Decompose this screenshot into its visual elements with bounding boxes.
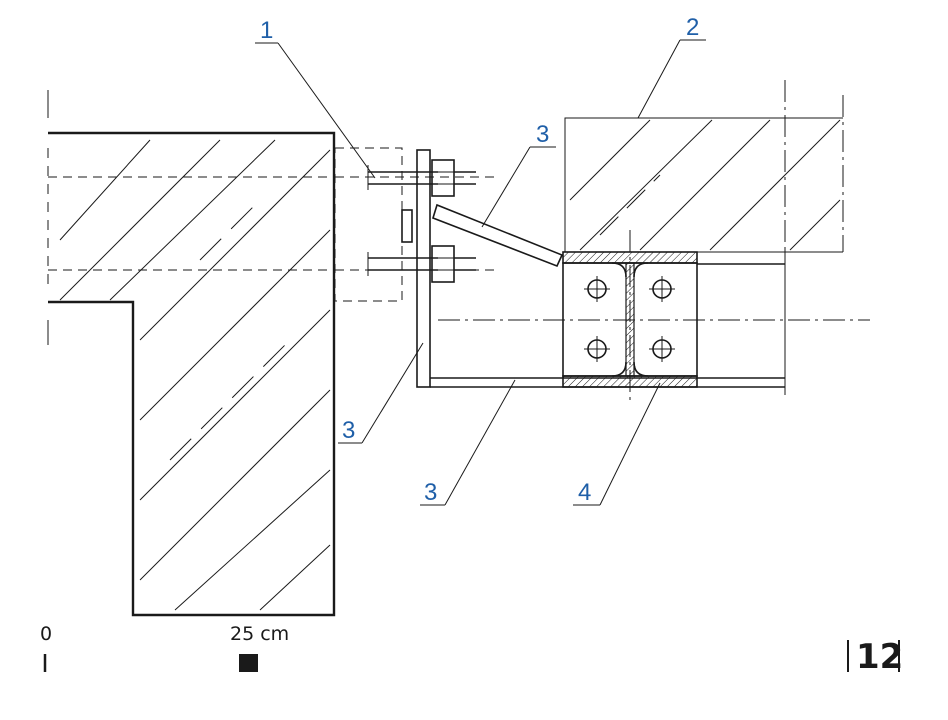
figure-number: 12	[847, 637, 903, 677]
figure-number-text: 12	[856, 637, 903, 677]
inclined-strut	[432, 203, 564, 268]
scale-start-label: 0	[40, 623, 52, 645]
callout-2: 2	[686, 14, 699, 41]
console-beam	[430, 250, 786, 395]
callout-3-strut: 3	[536, 121, 549, 148]
end-plate	[335, 149, 495, 388]
callout-3-beam: 3	[424, 479, 437, 506]
steel-beam-section	[438, 230, 870, 400]
callout-4: 4	[578, 479, 591, 506]
scale-bar: 0 25 cm	[40, 623, 289, 672]
concrete-wall	[47, 90, 336, 617]
scale-end-label: 25 cm	[230, 623, 289, 645]
anchor-channel	[334, 147, 438, 302]
upper-slab	[564, 80, 844, 253]
concrete-hatch	[59, 139, 331, 611]
callout-3-plate: 3	[342, 417, 355, 444]
leader-lines	[255, 39, 706, 506]
callout-1: 1	[260, 17, 273, 44]
bolt-holes	[584, 276, 675, 362]
